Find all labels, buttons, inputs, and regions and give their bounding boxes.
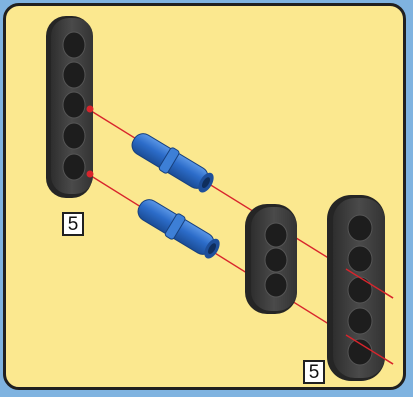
quantity-right-text: 5	[309, 363, 320, 382]
quantity-label-right: 5	[303, 360, 325, 384]
liftarm-middle	[245, 204, 297, 314]
pin-upper	[127, 128, 218, 197]
quantity-left-text: 5	[68, 215, 79, 234]
pin-lower	[133, 194, 224, 263]
assembly-illustration	[6, 6, 406, 390]
step-panel: 5 5	[3, 3, 406, 390]
target-hole-marker	[87, 106, 94, 113]
liftarm-left	[46, 16, 94, 198]
target-hole-marker	[87, 171, 94, 178]
quantity-label-left: 5	[62, 212, 84, 236]
